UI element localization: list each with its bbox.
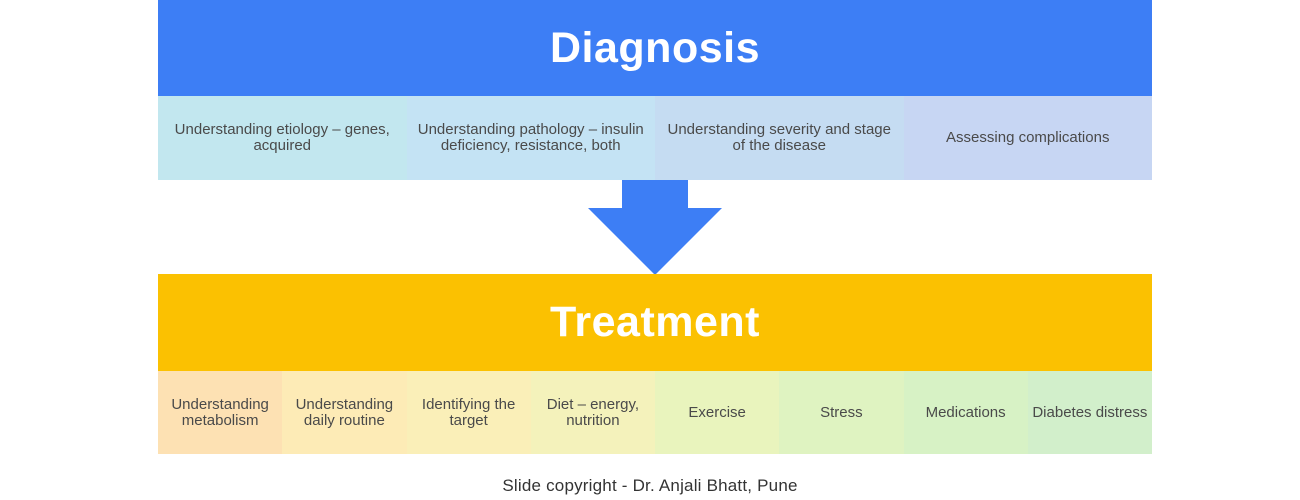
- treatment-steps: Understanding metabolism Understanding d…: [158, 371, 1152, 454]
- diagnosis-header: Diagnosis: [158, 0, 1152, 96]
- diagnosis-title: Diagnosis: [550, 23, 760, 72]
- diagnosis-step-complications: Assessing complications: [903, 96, 1152, 180]
- arrow-shape: [588, 180, 722, 275]
- treatment-step-stress: Stress: [779, 371, 904, 454]
- diagnosis-step-severity: Understanding severity and stage of the …: [655, 96, 904, 180]
- treatment-step-medications: Medications: [903, 371, 1028, 454]
- copyright-footer: Slide copyright - Dr. Anjali Bhatt, Pune: [502, 476, 798, 495]
- treatment-step-distress: Diabetes distress: [1027, 371, 1152, 454]
- treatment-title: Treatment: [549, 298, 760, 346]
- treatment-step-diet: Diet – energy, nutrition: [530, 371, 655, 454]
- treatment-header: Treatment: [158, 274, 1152, 371]
- flow-diagram: Diagnosis Understanding etiology – genes…: [158, 0, 1152, 500]
- down-arrow-icon: [588, 180, 722, 275]
- treatment-step-daily-routine: Understanding daily routine: [282, 371, 407, 454]
- diagnosis-step-etiology: Understanding etiology – genes, acquired: [158, 96, 407, 180]
- treatment-step-metabolism: Understanding metabolism: [158, 371, 283, 454]
- diagnosis-step-pathology: Understanding pathology – insulin defici…: [406, 96, 655, 180]
- treatment-step-exercise: Exercise: [655, 371, 780, 454]
- diagnosis-steps: Understanding etiology – genes, acquired…: [158, 96, 1152, 180]
- treatment-step-target: Identifying the target: [406, 371, 531, 454]
